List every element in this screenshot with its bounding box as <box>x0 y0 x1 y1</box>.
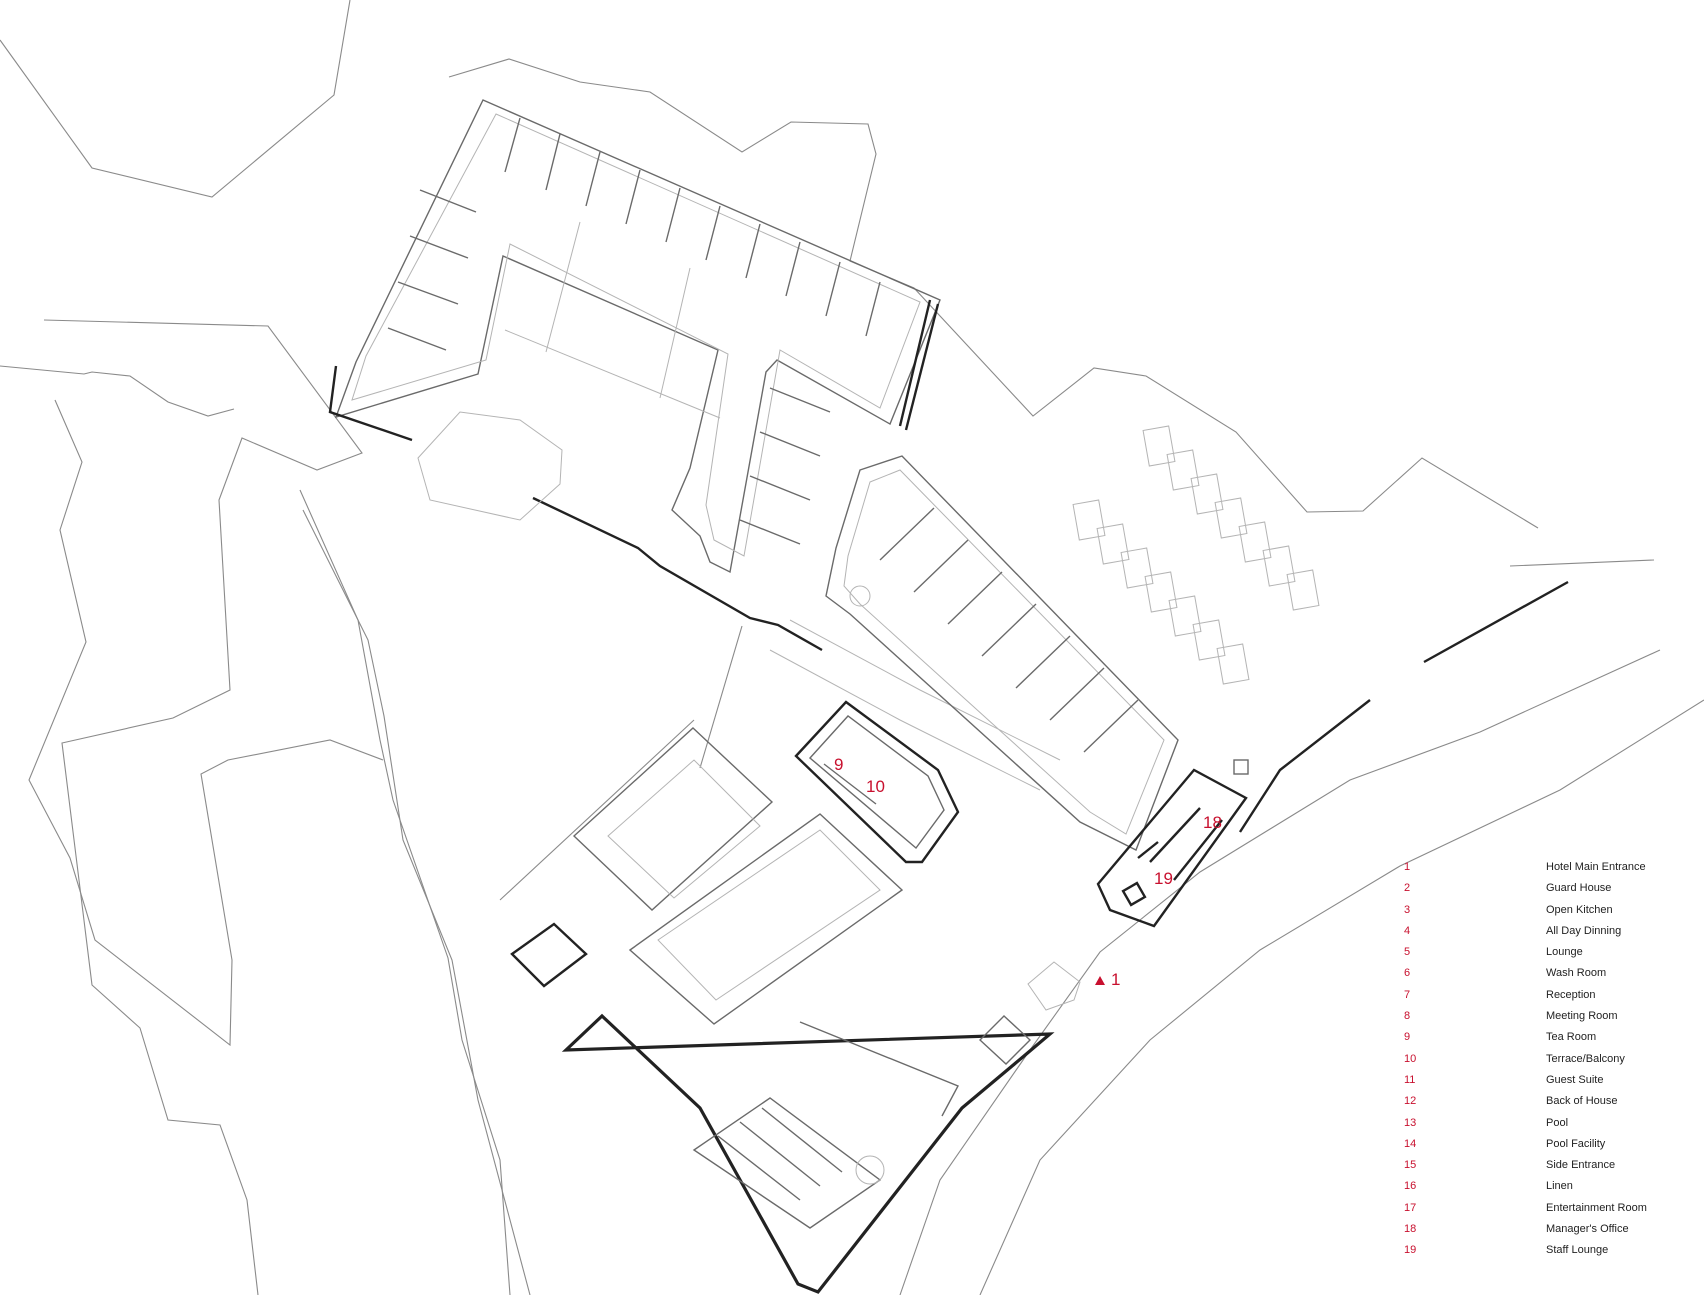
legend-number: 7 <box>1404 988 1411 1001</box>
legend-row: 15 Side Entrance <box>1404 1159 1694 1180</box>
legend-row: 16 Linen <box>1404 1180 1694 1201</box>
legend-number: 17 <box>1404 1201 1417 1214</box>
plan-label-tea-room: 9 <box>834 755 843 774</box>
boundary-wall-entrance <box>1238 699 1371 833</box>
tea-room-pavilion <box>794 700 960 864</box>
legend-name: Pool Facility <box>1546 1137 1606 1150</box>
legend-name: Reception <box>1546 988 1596 1001</box>
legend-row: 9 Tea Room <box>1404 1031 1694 1052</box>
plan-labels: 9 10 18 19 1 <box>834 755 1222 989</box>
legend-number: 3 <box>1404 903 1411 916</box>
legend-name: Entertainment Room <box>1546 1201 1647 1214</box>
legend-number: 19 <box>1404 1244 1417 1257</box>
plan-label-terrace: 10 <box>866 777 885 796</box>
legend-number: 6 <box>1404 967 1411 980</box>
legend-row: 6 Wash Room <box>1404 967 1694 988</box>
legend-row: 14 Pool Facility <box>1404 1138 1694 1159</box>
legend-number: 2 <box>1404 882 1411 895</box>
legend-number: 10 <box>1404 1052 1417 1065</box>
legend-row: 2 Guard House <box>1404 882 1694 903</box>
legend-number: 14 <box>1404 1137 1417 1150</box>
room-legend: 1 Hotel Main Entrance 2 Guard House 3 Open … <box>1404 861 1694 1266</box>
entrance-arrow-icon <box>1095 976 1105 985</box>
legend-number: 15 <box>1404 1159 1417 1172</box>
legend-row: 1 Hotel Main Entrance <box>1404 861 1694 882</box>
plan-label-main-entrance: 1 <box>1111 970 1120 989</box>
legend-number: 8 <box>1404 1010 1411 1023</box>
guest-room-partitions <box>387 117 881 545</box>
legend-name: Open Kitchen <box>1546 903 1613 916</box>
boundary-wall-east <box>1423 580 1569 664</box>
legend-row: 7 Reception <box>1404 989 1694 1010</box>
legend-number: 16 <box>1404 1180 1417 1193</box>
legend-name: Guest Suite <box>1546 1073 1604 1086</box>
legend-number: 9 <box>1404 1031 1411 1044</box>
legend-name: Pool <box>1546 1116 1569 1129</box>
plan-label-managers-office: 18 <box>1203 813 1222 832</box>
legend-name: Wash Room <box>1546 967 1607 980</box>
legend-row: 19 Staff Lounge <box>1404 1244 1694 1265</box>
legend-name: Terrace/Balcony <box>1546 1052 1625 1065</box>
legend-number: 13 <box>1404 1116 1417 1129</box>
main-public-building <box>499 719 1081 1294</box>
back-of-house-block <box>1096 759 1249 928</box>
link-walkway <box>417 411 1061 791</box>
legend-row: 5 Lounge <box>1404 946 1694 967</box>
parking-grid <box>1072 425 1320 685</box>
guest-wing <box>328 99 941 574</box>
legend-row: 8 Meeting Room <box>1404 1010 1694 1031</box>
legend-number: 12 <box>1404 1095 1417 1108</box>
legend-name: Linen <box>1546 1180 1573 1193</box>
legend-row: 4 All Day Dinning <box>1404 925 1694 946</box>
legend-name: Back of House <box>1546 1095 1618 1108</box>
legend-row: 13 Pool <box>1404 1117 1694 1138</box>
legend-name: Lounge <box>1546 946 1583 959</box>
legend-row: 10 Terrace/Balcony <box>1404 1053 1694 1074</box>
legend-name: Staff Lounge <box>1546 1244 1609 1257</box>
legend-row: 18 Manager's Office <box>1404 1223 1694 1244</box>
legend-row: 12 Back of House <box>1404 1095 1694 1116</box>
legend-row: 3 Open Kitchen <box>1404 904 1694 925</box>
legend-row: 17 Entertainment Room <box>1404 1202 1694 1223</box>
legend-number: 4 <box>1404 924 1411 937</box>
legend-row: 11 Guest Suite <box>1404 1074 1694 1095</box>
legend-name: Manager's Office <box>1546 1223 1629 1236</box>
legend-name: Meeting Room <box>1546 1010 1618 1023</box>
legend-number: 5 <box>1404 946 1411 959</box>
legend-name: Tea Room <box>1546 1031 1597 1044</box>
plan-label-staff-lounge: 19 <box>1154 869 1173 888</box>
legend-number: 11 <box>1404 1073 1416 1086</box>
legend-name: Hotel Main Entrance <box>1546 861 1646 873</box>
legend-name: Guard House <box>1546 882 1612 895</box>
legend-name: All Day Dinning <box>1546 924 1622 937</box>
legend-name: Side Entrance <box>1546 1159 1616 1172</box>
legend-number: 1 <box>1404 861 1411 873</box>
east-guest-block <box>825 455 1179 851</box>
legend-number: 18 <box>1404 1223 1417 1236</box>
